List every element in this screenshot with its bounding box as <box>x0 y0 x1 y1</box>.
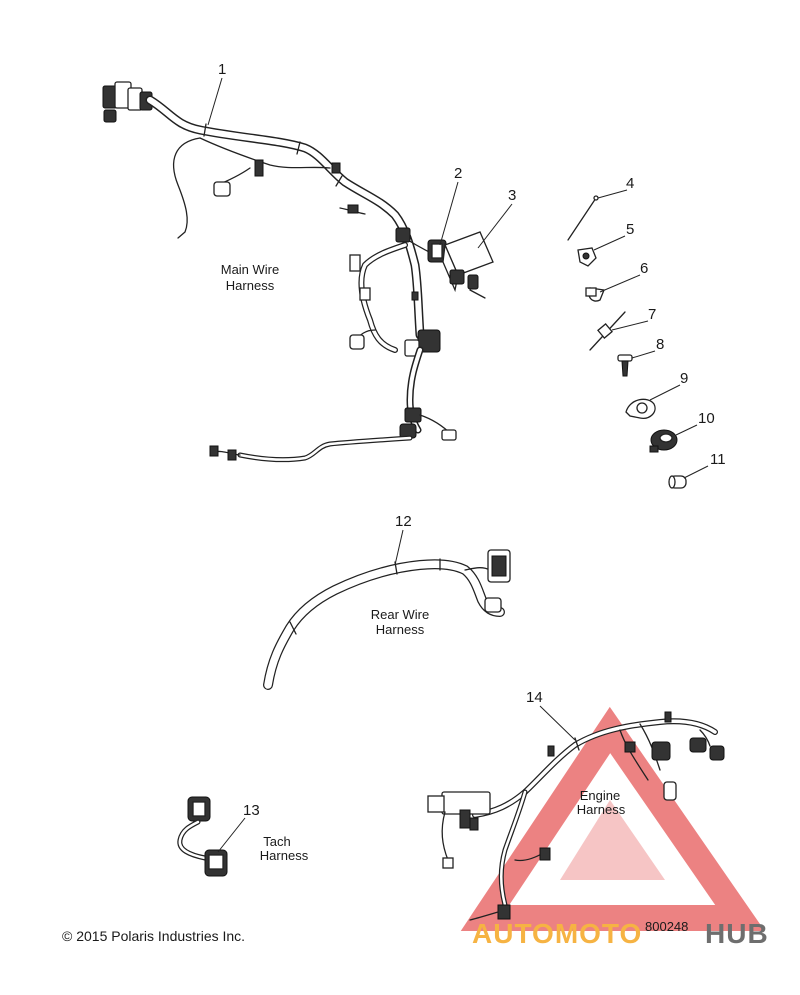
callout-8: 8 <box>656 336 664 353</box>
part-10-grommet <box>649 429 678 453</box>
copyright-text: © 2015 Polaris Industries Inc. <box>62 928 245 944</box>
rear-harness-label-line2: Harness <box>376 622 425 637</box>
tach-harness-label-line2: Harness <box>260 848 309 863</box>
callout-13: 13 <box>243 802 260 819</box>
callout-5: 5 <box>626 221 634 238</box>
rear-harness-label-line1: Rear Wire <box>371 607 430 622</box>
part-9-loop-clamp <box>625 398 656 419</box>
part-8-push-rivet <box>617 354 633 377</box>
tach-harness-label-line1: Tach <box>263 834 290 849</box>
callout-9: 9 <box>680 370 688 387</box>
diagram-code: 800248 <box>645 919 688 934</box>
part-5-clip <box>577 247 597 267</box>
callout-numbers: 1 2 3 4 5 6 7 8 9 10 11 12 13 14 <box>218 61 726 819</box>
engine-harness-label-line2: Harness <box>577 802 626 817</box>
callout-14: 14 <box>526 689 543 706</box>
callout-6: 6 <box>640 260 648 277</box>
callout-4: 4 <box>626 175 634 192</box>
leader-lines <box>207 77 709 853</box>
watermark-word-right: HUB <box>705 918 769 949</box>
watermark-word-left: AUTOMOTO <box>472 918 642 949</box>
part-2-connector <box>427 239 447 263</box>
callout-2: 2 <box>454 165 462 182</box>
watermark-logo: AUTOMOTO HUB <box>460 706 769 949</box>
rear-wire-harness <box>263 549 511 690</box>
engine-harness <box>427 711 725 921</box>
harness-labels: Main Wire Harness Rear Wire Harness Engi… <box>221 262 626 863</box>
part-3-relay-box <box>442 231 494 299</box>
part-4-cable-tie <box>567 195 599 241</box>
callout-7: 7 <box>648 306 656 323</box>
part-7-tie-mount <box>589 311 626 351</box>
part-11-cap <box>668 475 687 489</box>
main-wire-harness <box>102 81 457 463</box>
callout-10: 10 <box>698 410 715 427</box>
main-harness-label-line1: Main Wire <box>221 262 280 277</box>
callout-11: 11 <box>710 451 726 468</box>
callout-3: 3 <box>508 187 516 204</box>
callout-1: 1 <box>218 61 226 78</box>
engine-harness-label-line1: Engine <box>580 788 620 803</box>
part-6-clamp <box>585 287 605 302</box>
main-harness-label-line2: Harness <box>226 278 275 293</box>
tach-harness <box>177 796 228 877</box>
callout-12: 12 <box>395 513 412 530</box>
